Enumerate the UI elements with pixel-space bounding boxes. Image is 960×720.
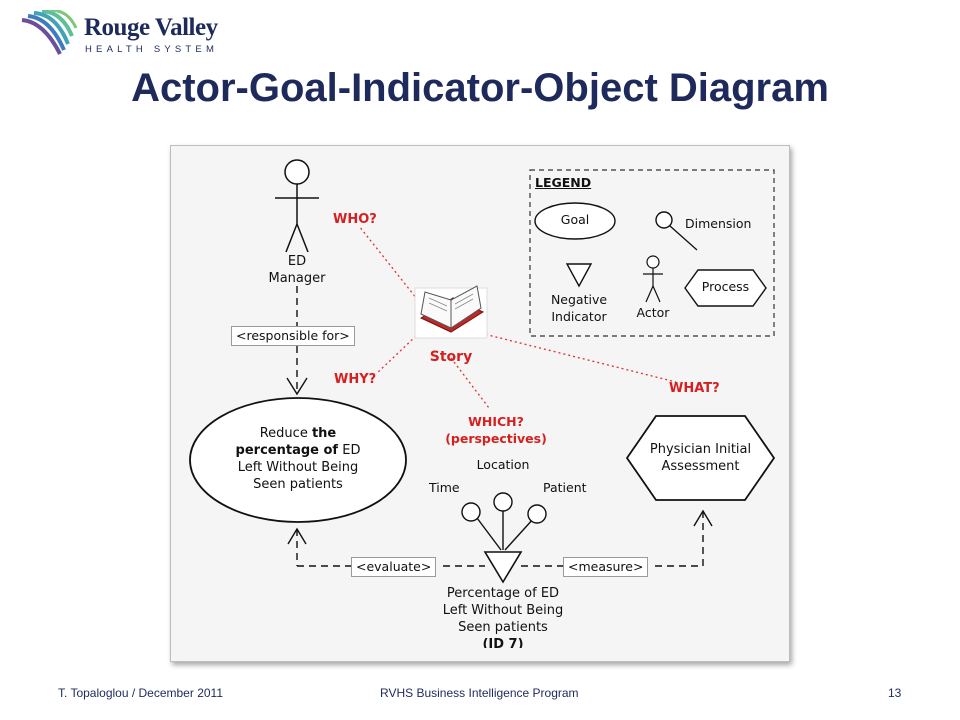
legend-dimension-label: Dimension [685, 216, 752, 231]
measure-label: <measure> [563, 557, 649, 577]
diagram-graphics [189, 159, 776, 584]
indicator-id: (ID 7) [482, 637, 524, 648]
logo-subtitle: HEALTH SYSTEM [85, 44, 219, 55]
footer-program: RVHS Business Intelligence Program [380, 686, 579, 700]
legend-negative-label-1: Negative [550, 292, 608, 307]
story-book-icon [414, 285, 488, 339]
logo-name: Rouge Valley [84, 14, 218, 41]
legend-goal-label: Goal [560, 212, 590, 227]
goal-ellipse [189, 397, 407, 523]
who-label: WHO? [333, 212, 377, 227]
rouge-valley-logo: Rouge Valley HEALTH SYSTEM [18, 10, 218, 60]
process-text-1: Physician Initial [649, 442, 752, 457]
goal-text-1b: the [311, 426, 337, 441]
goal-text-2b: ED [338, 443, 361, 458]
evaluate-label: <evaluate> [351, 557, 437, 577]
why-label: WHY? [334, 372, 377, 387]
relation-lines [296, 511, 704, 567]
what-label: WHAT? [669, 381, 720, 396]
goal-text-4: Seen patients [253, 477, 343, 492]
legend-dimension-shape [655, 211, 673, 229]
dimension-circles [461, 492, 547, 551]
footer-page-number: 13 [888, 686, 902, 700]
legend-goal-shape [534, 202, 616, 240]
negative-indicator-triangle [483, 551, 523, 584]
dimension-location-label: Location [476, 457, 530, 472]
legend-box [529, 169, 775, 337]
actor-label-1: ED [287, 254, 307, 269]
indicator-id-clip: (ID 7) [423, 637, 583, 648]
goal-text: Reduce the percentage of ED Left Without… [203, 425, 393, 493]
footer-author: T. Topaloglou / December 2011 [58, 686, 223, 700]
wing-logo-icon [21, 10, 78, 55]
which-label: WHICH? [468, 414, 524, 429]
actor-stick-figure-icon [275, 159, 319, 253]
indicator-text-1: Percentage of ED [446, 586, 560, 601]
dimension-patient-label: Patient [543, 480, 587, 495]
legend-negative-label-2: Indicator [551, 309, 607, 324]
process-text-2: Assessment [661, 459, 740, 474]
diagram-figure: LEGEND Goal Dimension Negative Indicator… [170, 145, 790, 662]
legend-actor-label: Actor [636, 305, 670, 320]
legend-process-shape [684, 269, 767, 307]
story-links [358, 225, 677, 409]
legend-negative-indicator-shape [565, 263, 593, 288]
process-hexagon [625, 415, 776, 501]
dimension-time-label: Time [429, 480, 460, 495]
goal-text-1a: Reduce [259, 426, 312, 441]
indicator-text-3: Seen patients [458, 620, 548, 635]
story-label: Story [429, 349, 473, 365]
page-title: Actor-Goal-Indicator-Object Diagram [131, 66, 829, 110]
legend-process-label: Process [701, 279, 750, 294]
actor-label-2: Manager [268, 271, 326, 286]
legend-title: LEGEND [535, 175, 592, 190]
indicator-text-2: Left Without Being [442, 603, 564, 618]
goal-text-3: Left Without Being [237, 460, 359, 475]
goal-text-2a: percentage of [235, 443, 339, 458]
perspectives-label: (perspectives) [445, 431, 547, 446]
legend-actor-shape [643, 255, 663, 303]
responsible-for-label: <responsible for> [231, 326, 355, 346]
